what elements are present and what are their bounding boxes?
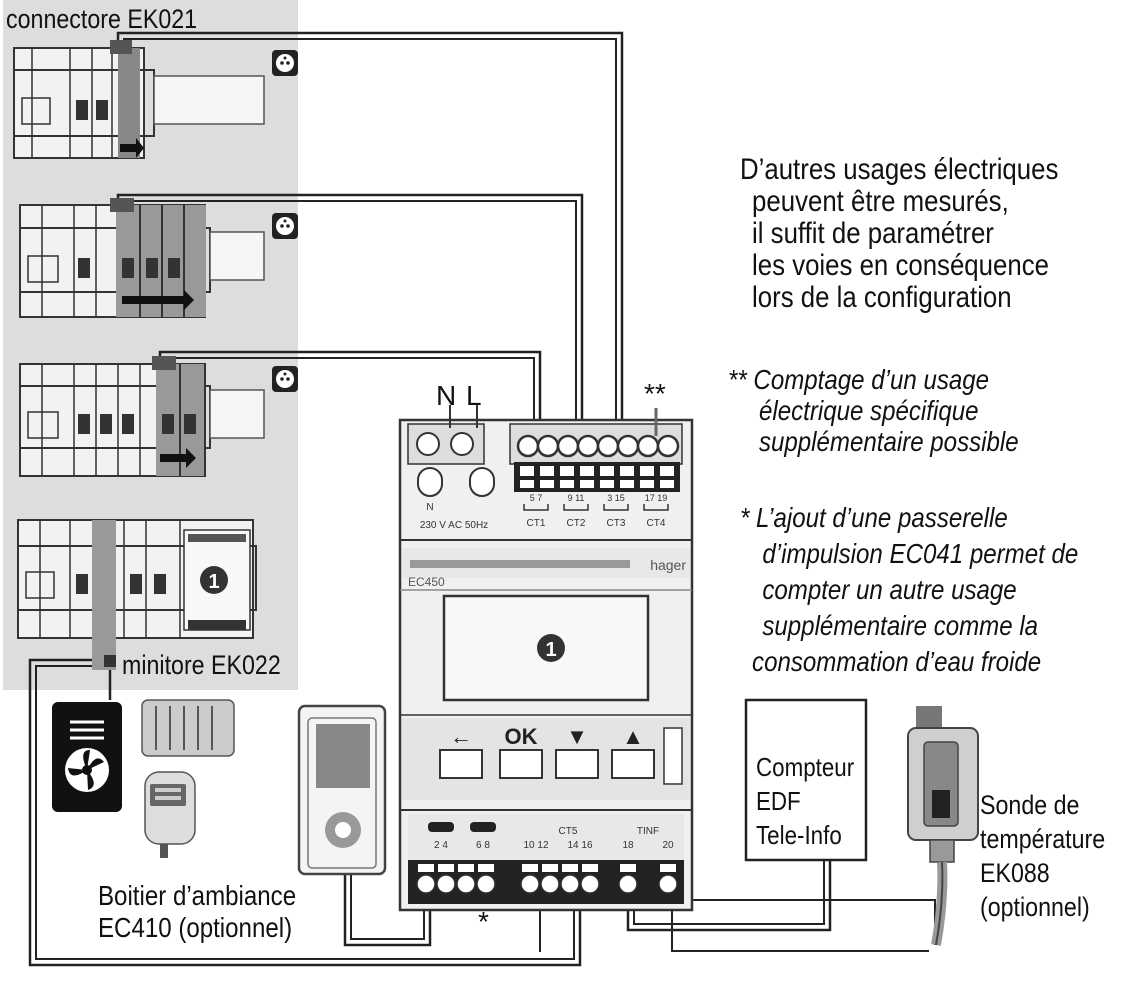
terminal-n-big-label: N — [436, 380, 457, 411]
compteur-box — [744, 698, 868, 862]
ct3-label: CT3 — [607, 518, 626, 529]
breaker-row-4 — [17, 519, 257, 670]
bottom-pins-4: 14 16 — [567, 840, 592, 851]
wire-compteur — [626, 860, 832, 932]
ct5-group-label: CT5 — [559, 826, 578, 837]
star-note-line-1: * L’ajout d’une passerelle — [740, 502, 1008, 533]
usages-note-line-3: il suffit de paramétrer — [752, 217, 994, 250]
wire-ct3 — [116, 193, 584, 440]
terminal-n-label: N — [426, 502, 433, 513]
usages-note-line-2: peuvent être mesurés, — [752, 185, 1009, 218]
badge-small — [200, 566, 228, 594]
bottom-pins-2: 6 8 — [476, 840, 490, 851]
sonde-label: Sonde de température EK088 (optionnel) — [980, 788, 1105, 924]
breaker-row-3 — [19, 356, 265, 477]
star-note: * L’ajout d’une passerelle d’impulsion E… — [740, 500, 1078, 680]
socket-icon — [272, 213, 298, 239]
star-note-line-4: supplémentaire comme la — [762, 610, 1039, 641]
double-star-note-line-3: supplémentaire possible — [758, 426, 1019, 457]
star-note-line-3: compter un autre usage — [762, 574, 1017, 605]
double-star-note-line-2: électrique spécifique — [758, 395, 979, 426]
wire-ct4 — [116, 31, 624, 440]
terminal-ct2-pins: 9 11 — [568, 493, 585, 503]
compteur-label-line-2: EDF — [756, 786, 801, 816]
device-model: EC450 — [408, 575, 445, 589]
terminal-ct4-pins: 17 19 — [645, 493, 668, 503]
wire-ct2 — [158, 350, 542, 440]
bottom-pins-3: 10 12 — [523, 840, 548, 851]
sonde-label-line-3: EK088 — [980, 858, 1050, 888]
back-button-icon[interactable]: ← — [450, 724, 472, 749]
down-button-icon[interactable]: ▼ — [566, 724, 588, 749]
wire-minitor-inner — [35, 665, 575, 960]
usages-note-line-4: les voies en conséquence — [752, 249, 1049, 282]
radiator-icon — [141, 699, 235, 757]
compteur-label: Compteur EDF Tele-Info — [756, 750, 854, 852]
breaker-row-2 — [19, 198, 265, 318]
ct1-label: CT1 — [527, 518, 546, 529]
ec450-device — [398, 405, 694, 912]
bottom-pins-1: 2 4 — [434, 840, 448, 851]
device-badge-text: 1 — [545, 639, 556, 661]
star-note-line-5: consommation d’eau froide — [752, 646, 1042, 677]
star-note-line-2: d’impulsion EC041 permet de — [762, 538, 1079, 569]
double-star-marker: ** — [644, 378, 666, 409]
water-heater-icon — [144, 771, 196, 858]
terminal-voltage-label: 230 V AC 50Hz — [420, 520, 488, 531]
wire-boitier-inner — [350, 870, 425, 940]
socket-icon — [272, 366, 298, 392]
terminal-ct1-pins: 5 7 — [530, 493, 543, 503]
wire-compteur-inner — [633, 860, 825, 925]
bottom-pins-5: 18 — [622, 840, 634, 851]
star-marker: * — [478, 906, 489, 937]
badge-small-text: 1 — [208, 571, 219, 593]
usages-note-line-1: D’autres usages électriques — [740, 153, 1059, 186]
terminal-l-big-label: L — [466, 380, 482, 411]
wire-sonde — [678, 899, 936, 945]
compteur-label-line-3: Tele-Info — [756, 820, 842, 850]
connector-label: connectore EK021 — [6, 4, 198, 34]
room-unit-icon — [297, 704, 387, 876]
ct4-label: CT4 — [647, 518, 666, 529]
boitier-label-line-2: EC410 (optionnel) — [98, 912, 293, 943]
ct2-label: CT2 — [567, 518, 586, 529]
temperature-probe-icon — [907, 706, 979, 946]
minitor-node — [104, 655, 116, 667]
compteur-label-line-1: Compteur — [756, 752, 855, 782]
sonde-label-line-2: température — [980, 824, 1106, 854]
socket-icon — [272, 50, 298, 76]
wires — [28, 31, 936, 967]
wire-boitier — [343, 870, 432, 947]
terminal-ct3-pins: 3 15 — [607, 493, 625, 503]
sonde-label-line-4: (optionnel) — [980, 892, 1090, 922]
sonde-label-line-1: Sonde de — [980, 790, 1080, 820]
wire-sonde-2 — [671, 900, 929, 952]
usages-note: D’autres usages électriques peuvent être… — [740, 154, 1058, 314]
double-star-note: ** Comptage d’un usage électrique spécif… — [728, 364, 1019, 457]
boitier-label: Boitier d’ambiance EC410 (optionnel) — [98, 880, 296, 944]
heat-pump-icon — [52, 702, 122, 812]
boitier-label-line-1: Boitier d’ambiance — [98, 880, 297, 911]
double-star-note-line-1: ** Comptage d’un usage — [728, 364, 990, 395]
ok-button-label[interactable]: OK — [505, 724, 538, 749]
bottom-pins-6: 20 — [662, 840, 674, 851]
wire-minitor — [28, 658, 582, 967]
usages-note-line-5: lors de la configuration — [752, 281, 1012, 314]
device-brand: hager — [650, 557, 686, 573]
minitor-label: minitore EK022 — [122, 650, 281, 680]
breaker-row-1 — [13, 40, 265, 159]
up-button-icon[interactable]: ▲ — [622, 724, 644, 749]
tinf-group-label: TINF — [637, 826, 659, 837]
